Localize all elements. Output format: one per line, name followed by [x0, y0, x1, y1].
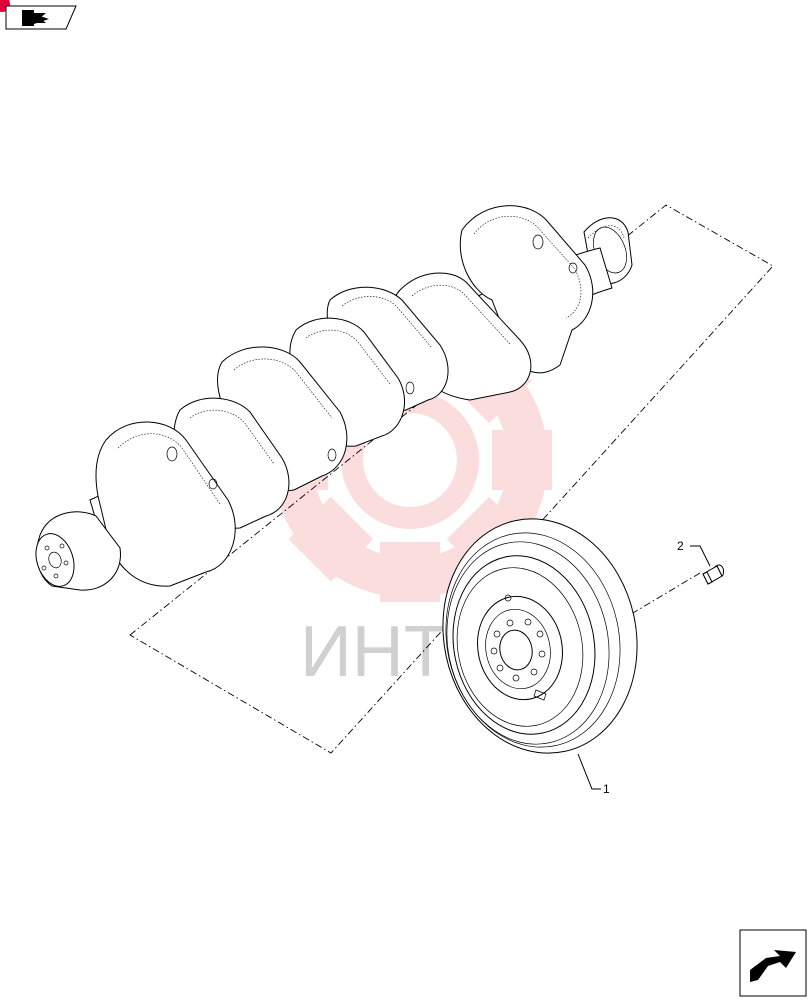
- damper-bolt-holes: [490, 618, 546, 682]
- callout-2: 2: [677, 539, 684, 553]
- callout-leader-1: [577, 753, 601, 790]
- callout-1: 1: [603, 782, 610, 796]
- crankshaft-front-journal: [35, 511, 121, 591]
- next-arrow-icon[interactable]: [739, 929, 807, 997]
- crankshaft-web-1: [459, 205, 594, 374]
- callout-leader-2: [690, 545, 711, 567]
- back-arrow-icon[interactable]: [0, 0, 77, 30]
- bolt[interactable]: [702, 564, 724, 585]
- vibration-damper[interactable]: [422, 501, 659, 772]
- crankshaft: [35, 205, 633, 591]
- bolt-centerline: [595, 572, 701, 636]
- crankshaft-web-7: [95, 421, 236, 587]
